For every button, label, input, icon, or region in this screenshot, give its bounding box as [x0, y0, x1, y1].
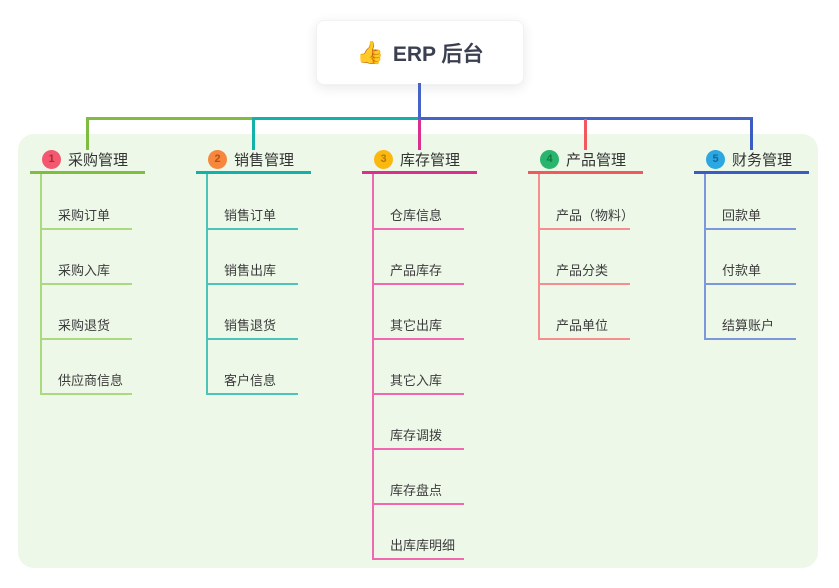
branch-number-badge: 1 [42, 149, 61, 169]
branch-node[interactable]: 3 库存管理 [374, 149, 460, 169]
branch-number: 3 [380, 152, 387, 165]
child-node[interactable]: 产品单位 [556, 318, 609, 333]
connector-segment-teal [251, 117, 421, 120]
child-node[interactable]: 采购退货 [58, 318, 111, 333]
branch-underline [694, 171, 809, 174]
child-underline [372, 503, 464, 505]
branch-number: 5 [712, 152, 719, 165]
child-underline [40, 393, 132, 395]
child-node[interactable]: 其它入库 [390, 373, 443, 388]
branch-number: 1 [48, 152, 55, 165]
child-underline [372, 338, 464, 340]
child-underline [538, 228, 630, 230]
child-underline [206, 393, 298, 395]
child-node[interactable]: 产品分类 [556, 263, 609, 278]
branch-drop-line [583, 119, 587, 150]
branch-drop-line [417, 119, 421, 150]
child-underline [372, 283, 464, 285]
branch-trunk-line [704, 174, 706, 340]
child-node[interactable]: 付款单 [722, 263, 762, 278]
branch-label: 库存管理 [400, 151, 461, 169]
child-underline [206, 338, 298, 340]
child-underline [538, 283, 630, 285]
branch-label: 销售管理 [234, 151, 295, 169]
child-underline [704, 228, 796, 230]
branch-underline [528, 171, 643, 174]
child-node[interactable]: 其它出库 [390, 318, 443, 333]
child-node[interactable]: 回款单 [722, 208, 762, 223]
child-node[interactable]: 销售订单 [224, 208, 277, 223]
branch-label: 采购管理 [68, 151, 129, 169]
root-node[interactable]: 👍 ERP 后台 [316, 20, 524, 85]
child-underline [372, 393, 464, 395]
child-node[interactable]: 结算账户 [722, 318, 775, 333]
branch-node[interactable]: 1 采购管理 [42, 149, 128, 169]
branch-underline [362, 171, 477, 174]
child-node[interactable]: 销售出库 [224, 263, 277, 278]
child-underline [372, 558, 464, 560]
branch-drop-line [251, 119, 255, 150]
root-title: ERP 后台 [392, 42, 484, 66]
branch-trunk-line [372, 174, 374, 560]
branch-drop-line [749, 119, 753, 150]
connector-segment-green [85, 117, 255, 120]
child-underline [206, 283, 298, 285]
branch-label: 产品管理 [566, 151, 627, 169]
child-underline [40, 228, 132, 230]
child-underline [40, 283, 132, 285]
branch-number: 4 [546, 152, 553, 165]
branch-drop-line [85, 119, 89, 150]
child-node[interactable]: 客户信息 [224, 373, 277, 388]
branch-underline [196, 171, 311, 174]
child-node[interactable]: 产品库存 [390, 263, 443, 278]
child-node[interactable]: 库存调拨 [390, 428, 443, 443]
branch-label: 财务管理 [732, 151, 793, 169]
branch-number-badge: 3 [374, 149, 393, 169]
child-node[interactable]: 产品（物料） [556, 208, 635, 223]
branch-trunk-line [538, 174, 540, 340]
branch-node[interactable]: 2 销售管理 [208, 149, 294, 169]
connector-segment-blue [417, 117, 753, 120]
child-underline [372, 448, 464, 450]
child-underline [372, 228, 464, 230]
branch-underline [30, 171, 145, 174]
child-node[interactable]: 仓库信息 [390, 208, 443, 223]
mindmap-board [18, 134, 818, 568]
child-underline [40, 338, 132, 340]
thumbs-up-icon: 👍 [356, 39, 384, 65]
branch-node[interactable]: 5 财务管理 [706, 149, 792, 169]
child-underline [538, 338, 630, 340]
branch-number: 2 [214, 152, 221, 165]
branch-number-badge: 2 [208, 149, 227, 169]
branch-number-badge: 5 [706, 149, 725, 169]
child-node[interactable]: 采购订单 [58, 208, 111, 223]
branch-number-badge: 4 [540, 149, 559, 169]
child-node[interactable]: 采购入库 [58, 263, 111, 278]
child-underline [704, 338, 796, 340]
child-node[interactable]: 库存盘点 [390, 483, 443, 498]
child-node[interactable]: 销售退货 [224, 318, 277, 333]
child-underline [704, 283, 796, 285]
root-connector-line [417, 83, 421, 120]
child-node[interactable]: 出库库明细 [390, 538, 456, 553]
child-underline [206, 228, 298, 230]
branch-node[interactable]: 4 产品管理 [540, 149, 626, 169]
child-node[interactable]: 供应商信息 [58, 373, 124, 388]
